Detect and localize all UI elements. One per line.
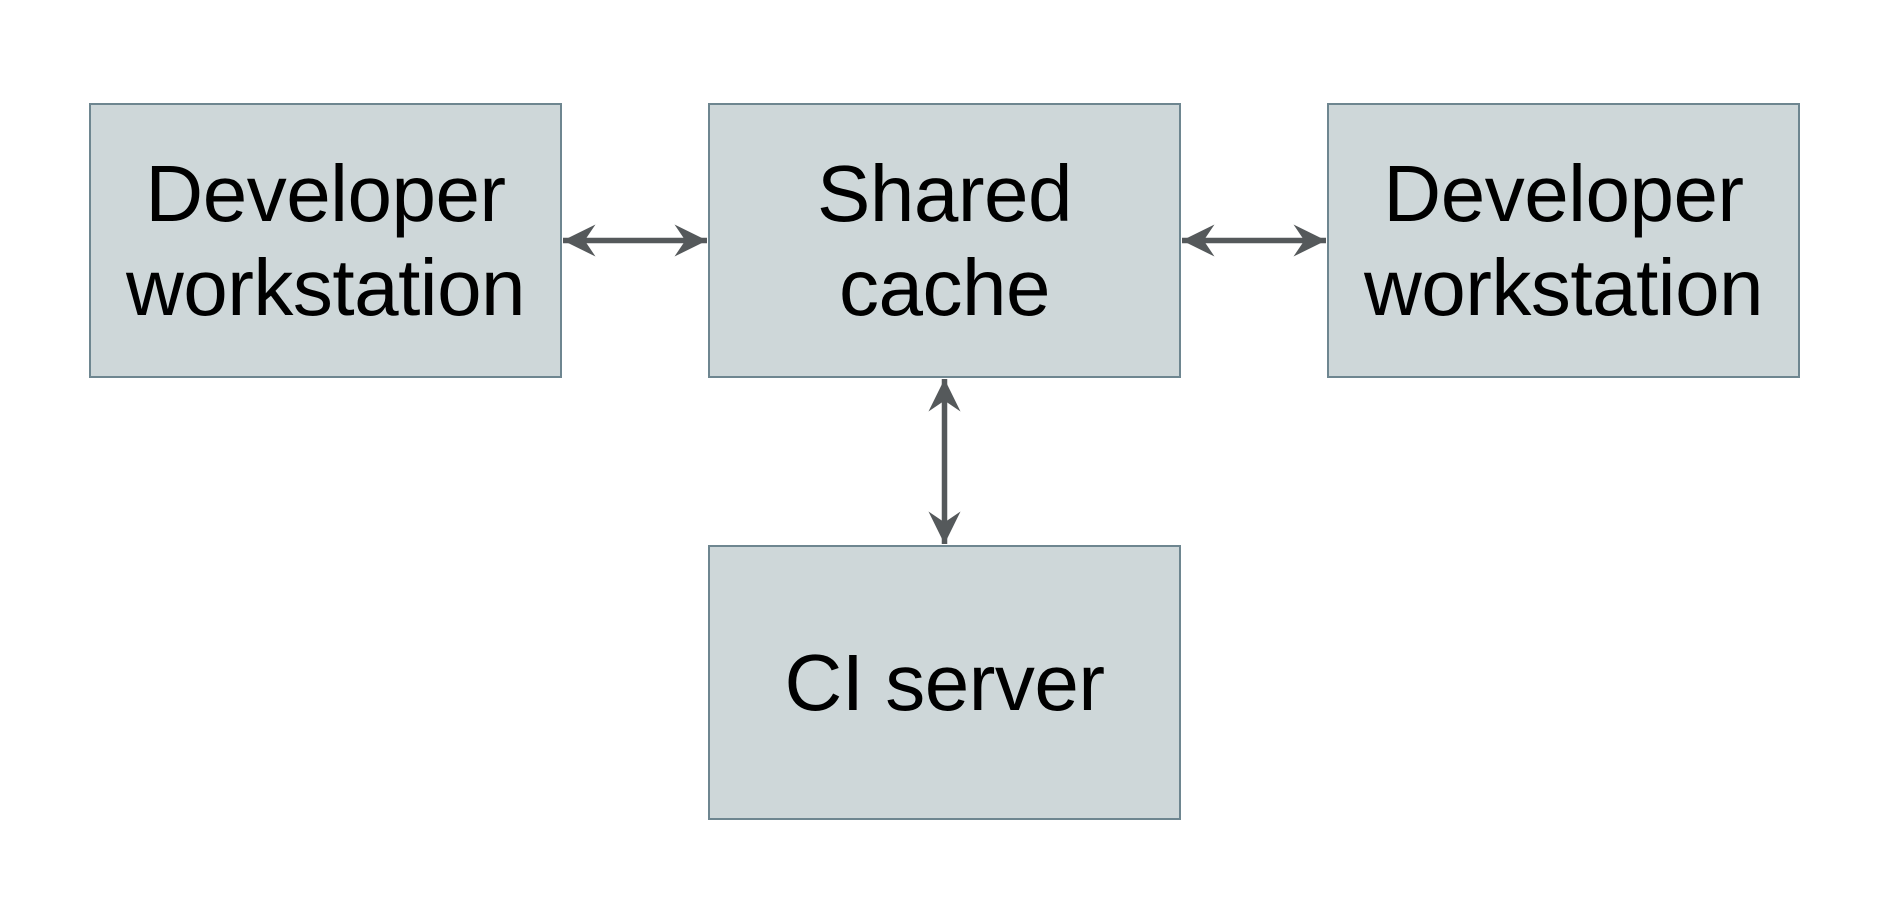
node-label-ci-server: CI server: [784, 637, 1106, 727]
node-developer-workstation-right: Developer workstation: [1327, 103, 1800, 378]
node-label-shared-cache: Shared cache: [817, 148, 1072, 332]
node-developer-workstation-left: Developer workstation: [89, 103, 562, 378]
node-label-developer-workstation-left: Developer workstation: [125, 148, 526, 332]
node-label-developer-workstation-right: Developer workstation: [1363, 148, 1764, 332]
node-shared-cache: Shared cache: [708, 103, 1181, 378]
node-ci-server: CI server: [708, 545, 1181, 820]
